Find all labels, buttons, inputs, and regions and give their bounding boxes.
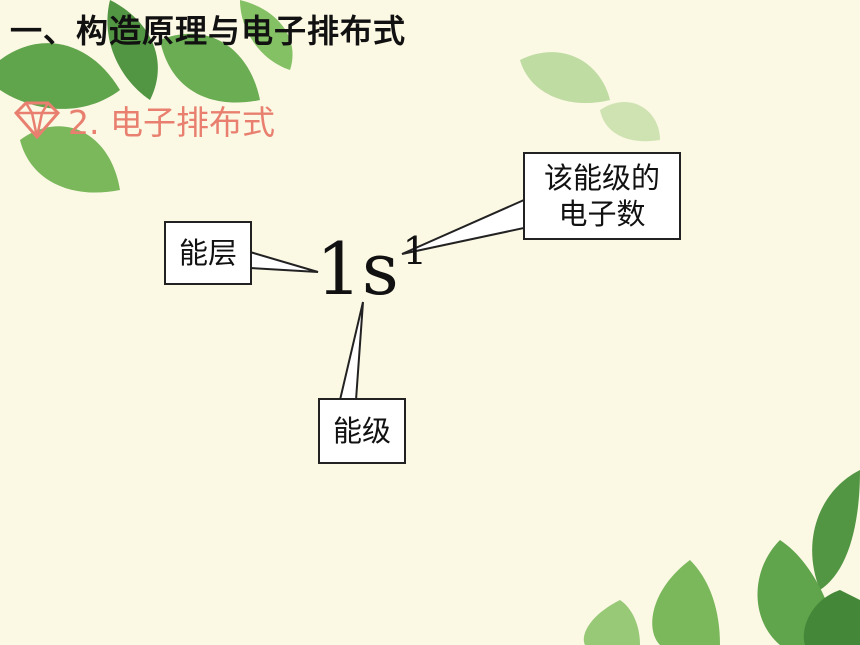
layer-callout-text: 能层 <box>178 235 237 270</box>
electron-count: 1 <box>402 229 427 273</box>
sublevel-letter: s <box>361 227 399 311</box>
leaf-decoration-4 <box>160 33 260 103</box>
leaf-decoration-3 <box>107 0 158 100</box>
leaf-decoration-5 <box>240 0 293 70</box>
sublevel-callout-pointer <box>338 301 364 401</box>
slide-title: 一、构造原理与电子排布式 <box>10 12 407 50</box>
sublevel-callout-text: 能级 <box>332 413 391 448</box>
layer-callout-pointer <box>249 250 319 273</box>
leaf-decoration-6 <box>520 52 610 104</box>
section-heading: 2. 电子排布式 <box>68 103 275 142</box>
sublevel-callout: 能级 <box>318 398 406 464</box>
leaf-decoration-10 <box>652 560 720 645</box>
leaf-decoration-7 <box>600 101 660 142</box>
electrons-callout: 该能级的 电子数 <box>523 152 681 240</box>
energy-level-number: 1 <box>316 227 362 311</box>
electrons-callout-text-line2: 电子数 <box>558 197 646 231</box>
diamond-icon <box>13 101 61 139</box>
leaf-decoration-11 <box>583 600 640 645</box>
subtitle-row: 2. 电子排布式 <box>12 96 275 144</box>
leaf-decoration-2 <box>20 126 120 193</box>
layer-callout: 能层 <box>164 221 252 285</box>
electrons-callout-text-line1: 该能级的 <box>543 160 660 195</box>
leaf-decoration-1 <box>0 43 120 109</box>
leaf-decoration-8 <box>812 470 860 590</box>
leaf-decoration-12 <box>803 590 860 645</box>
